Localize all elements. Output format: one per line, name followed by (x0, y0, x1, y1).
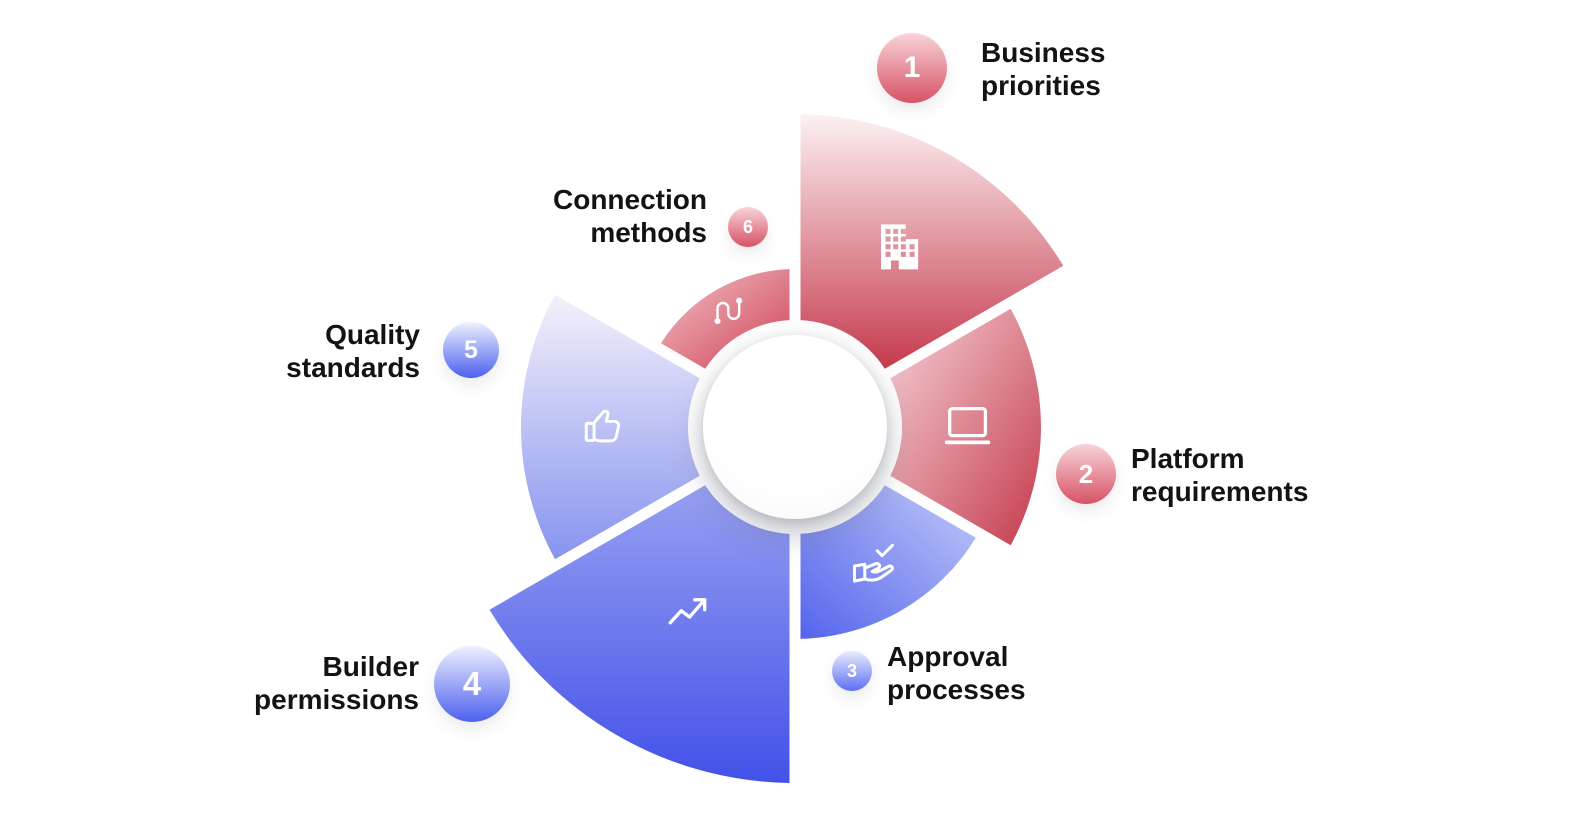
step-number: 3 (846, 660, 857, 681)
segment-label-line: requirements (1131, 476, 1309, 507)
segment-label-line: Builder (322, 651, 419, 682)
segment-label-line: processes (887, 674, 1026, 705)
step-number: 4 (462, 665, 482, 702)
segment-label-line: priorities (981, 70, 1101, 101)
step-number: 5 (464, 335, 478, 364)
step-badge-3: 3 (832, 651, 872, 691)
step-badge-2: 2 (1056, 444, 1116, 504)
segment-wedge-2 (890, 308, 1041, 546)
segment-label-line: methods (590, 217, 707, 248)
segment-wedge-5 (520, 294, 700, 560)
cable-icon (714, 297, 743, 325)
segment-wedge-1 (800, 114, 1064, 369)
segment-wedge-6 (661, 269, 790, 369)
segment-label-line: Connection (553, 184, 707, 215)
center-circle (703, 335, 887, 519)
step-badge-1: 1 (877, 33, 947, 103)
step-number: 1 (903, 51, 921, 84)
building-icon (881, 224, 919, 270)
thumbs-up-icon (584, 409, 621, 443)
segment-wedge-4 (489, 485, 790, 783)
step-badge-5: 5 (443, 322, 499, 378)
segment-label-line: Quality (325, 319, 420, 350)
segment-label-line: permissions (254, 684, 419, 715)
step-badge-4: 4 (434, 646, 510, 722)
laptop-icon (944, 406, 991, 445)
step-number: 2 (1078, 458, 1094, 489)
step-badge-6: 6 (728, 207, 768, 247)
segment-label-line: Platform (1131, 443, 1245, 474)
step-number: 6 (742, 216, 753, 237)
trend-up-icon (668, 598, 707, 625)
segment-label-line: Business (981, 37, 1106, 68)
segment-wedge-3 (800, 485, 976, 639)
hand-approve-icon (852, 543, 894, 583)
segment-label-line: standards (286, 352, 420, 383)
segment-label-line: Approval (887, 641, 1009, 672)
